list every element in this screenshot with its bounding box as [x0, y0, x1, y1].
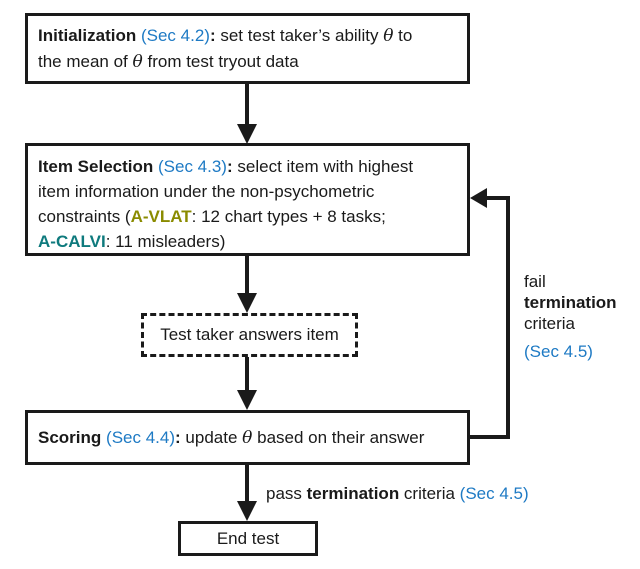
item-selection-line1: Item Selection (Sec 4.3): select item wi…	[38, 157, 414, 176]
answer-item-box: Test taker answers item	[141, 313, 358, 357]
arrow-selection-to-answer-head	[237, 293, 257, 313]
sec-4-5-link[interactable]: (Sec 4.5)	[459, 484, 529, 503]
item-selection-line4: A-CALVI: 11 misleaders)	[38, 232, 226, 251]
initialization-line1: Initialization (Sec 4.2): set test taker…	[38, 26, 413, 46]
end-test-label: End test	[216, 528, 280, 548]
sec-4-5-link[interactable]: (Sec 4.5)	[524, 342, 593, 361]
arrow-scoring-to-end-shaft	[245, 465, 249, 502]
loop-vertical-segment	[506, 196, 510, 439]
loop-arrow-head	[470, 188, 487, 208]
item-selection-title: Item Selection	[38, 157, 154, 176]
initialization-title: Initialization	[38, 26, 137, 45]
initialization-box: Initialization (Sec 4.2): set test taker…	[25, 13, 470, 84]
loop-bottom-segment	[470, 435, 510, 439]
arrow-selection-to-answer-shaft	[245, 256, 249, 294]
acalvi-label: A-CALVI	[38, 232, 106, 251]
scoring-line: Scoring (Sec 4.4): update θ based on the…	[38, 427, 425, 448]
theta-symbol: θ	[242, 427, 253, 448]
fail-termination-label: fail termination criteria (Sec 4.5)	[524, 272, 617, 361]
arrow-scoring-to-end-head	[237, 501, 257, 521]
initialization-line2: the mean of θ from test tryout data	[38, 52, 299, 72]
item-selection-line2: item information under the non-psychomet…	[38, 182, 375, 201]
arrow-answer-to-scoring-shaft	[245, 357, 249, 391]
sec-4-3-link[interactable]: (Sec 4.3)	[158, 157, 227, 176]
arrow-init-to-selection-shaft	[245, 84, 249, 125]
answer-item-label: Test taker answers item	[160, 325, 339, 344]
item-selection-box: Item Selection (Sec 4.3): select item wi…	[25, 143, 470, 256]
arrow-init-to-selection-head	[237, 124, 257, 144]
scoring-title: Scoring	[38, 427, 102, 447]
arrow-answer-to-scoring-head	[237, 390, 257, 410]
loop-top-segment	[487, 196, 510, 200]
avlat-label: A-VLAT	[130, 207, 192, 226]
theta-symbol: θ	[132, 52, 143, 72]
end-test-box: End test	[178, 521, 318, 556]
theta-symbol: θ	[383, 26, 394, 46]
pass-termination-label: pass termination criteria (Sec 4.5)	[266, 484, 529, 503]
scoring-box: Scoring (Sec 4.4): update θ based on the…	[25, 410, 470, 465]
item-selection-line3: constraints (A-VLAT: 12 chart types + 8 …	[38, 207, 386, 226]
sec-4-4-link[interactable]: (Sec 4.4)	[106, 427, 176, 447]
sec-4-2-link[interactable]: (Sec 4.2)	[140, 26, 210, 45]
